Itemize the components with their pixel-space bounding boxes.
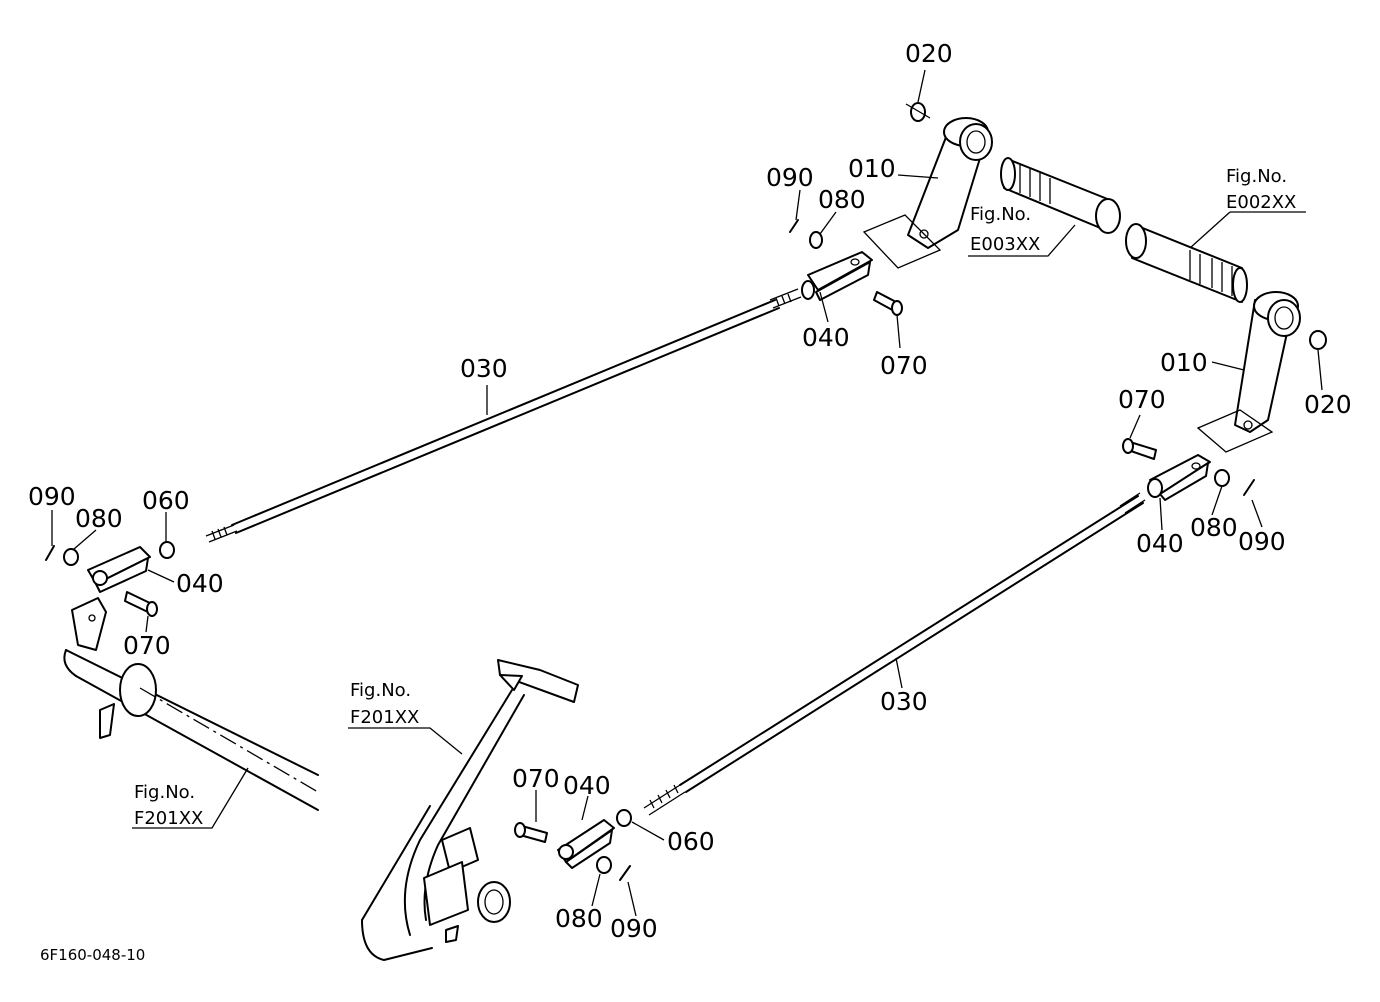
right-cotter-090 [1243,479,1255,496]
left-cotter-090 [45,545,55,561]
label-090-lower: 090 [610,914,658,943]
right-clevis-040 [1147,454,1211,501]
fig-ref-f201-left-heading: Fig.No. [134,782,195,803]
lower-pin-070 [514,822,548,843]
label-080-top: 080 [818,185,866,214]
label-070-top: 070 [880,351,928,380]
label-030-lower: 030 [880,687,928,716]
right-pedal [361,659,579,961]
label-020-top: 020 [905,39,953,68]
fig-ref-f201-left: Fig.No. F201XX [134,782,203,829]
lower-cotter-090 [619,865,631,881]
left-pin-070 [124,591,158,617]
label-060-left: 060 [142,486,190,515]
label-070-right: 070 [1118,385,1166,414]
snap-ring-lower-020 [1309,330,1327,350]
fig-ref-e003-code: E003XX [970,234,1040,255]
lower-nut-060 [616,809,632,827]
right-pin-070 [1122,438,1157,460]
e002-shaft [1125,223,1248,303]
fig-ref-e003-heading: Fig.No. [970,204,1031,225]
label-030-upper: 030 [460,354,508,383]
upper-rod [205,288,802,543]
upper-arm-010 [862,117,993,269]
label-040-left: 040 [176,569,224,598]
fig-ref-e002-code: E002XX [1226,192,1296,213]
lower-clevis-040 [557,819,615,869]
lower-washer-080 [596,856,612,874]
label-020-right: 020 [1304,390,1352,419]
label-090-right: 090 [1238,527,1286,556]
upper-pin-070 [873,291,903,316]
label-010-top: 010 [848,154,896,183]
label-040-lower: 040 [563,771,611,800]
left-nut-060 [159,541,175,559]
left-clevis-040 [87,546,151,593]
label-040-right: 040 [1136,529,1184,558]
fig-ref-f201-left-code: F201XX [134,808,203,829]
label-080-right: 080 [1190,513,1238,542]
right-washer-080 [1214,469,1230,487]
lower-arm-010 [1196,291,1301,453]
fig-ref-e003: Fig.No. E003XX [970,204,1040,255]
label-080-lower: 080 [555,904,603,933]
upper-washer-080 [809,231,823,249]
fig-ref-f201-center-heading: Fig.No. [350,680,411,701]
fig-ref-f201-center: Fig.No. F201XX [350,680,419,728]
diagram-code: 6F160-048-10 [40,946,145,964]
label-090-top: 090 [766,163,814,192]
label-060-lower: 060 [667,827,715,856]
fig-ref-e002-heading: Fig.No. [1226,166,1287,187]
upper-cotter-090 [789,219,799,233]
upper-clevis-040 [801,251,873,301]
label-080-left: 080 [75,504,123,533]
e003-shaft [1000,157,1121,234]
leader-lines [51,69,1323,917]
label-070-left: 070 [123,631,171,660]
snap-ring-upper-020 [905,102,931,122]
left-pedal-shaft [63,597,319,811]
left-washer-080 [63,548,79,566]
label-090-left: 090 [28,482,76,511]
fig-ref-f201-center-code: F201XX [350,707,419,728]
fig-ref-e002: Fig.No. E002XX [1226,166,1296,213]
lower-rod [643,492,1146,816]
label-010-right: 010 [1160,348,1208,377]
label-040-top: 040 [802,323,850,352]
label-070-lower: 070 [512,764,560,793]
